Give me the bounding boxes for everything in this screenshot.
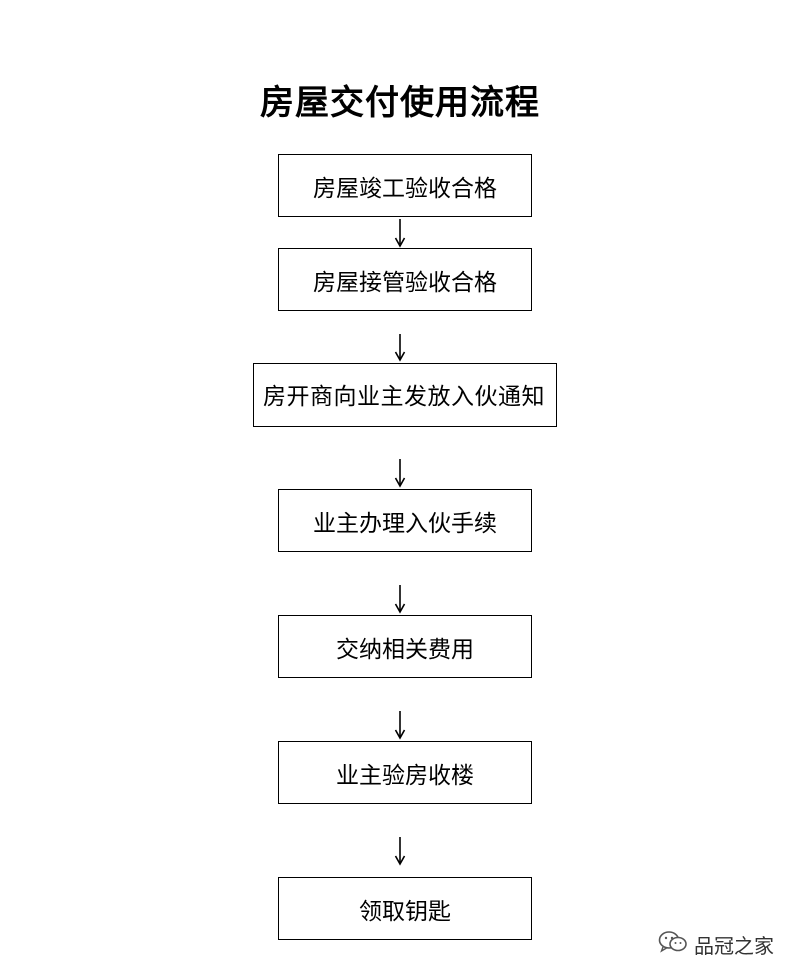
watermark-text: 品冠之家 xyxy=(694,934,774,958)
flow-step-inspect-house: 业主验房收楼 xyxy=(278,741,532,804)
flow-step-label: 房屋接管验收合格 xyxy=(313,269,497,296)
flow-step-label: 业主验房收楼 xyxy=(336,762,474,789)
flow-step-pay-fees: 交纳相关费用 xyxy=(278,615,532,678)
flow-step-label: 领取钥匙 xyxy=(359,898,451,925)
flow-step-takeover-acceptance: 房屋接管验收合格 xyxy=(278,248,532,311)
flow-arrow-5 xyxy=(392,709,408,741)
flow-step-label: 房开商向业主发放入伙通知书 xyxy=(263,384,545,410)
flow-step-completion-acceptance: 房屋竣工验收合格 xyxy=(278,154,532,217)
watermark: 品冠之家 xyxy=(658,930,774,959)
flow-step-label: 交纳相关费用 xyxy=(336,636,474,663)
flow-arrow-2 xyxy=(392,332,408,362)
page-title: 房屋交付使用流程 xyxy=(260,83,540,123)
flow-step-move-in-procedures: 业主办理入伙手续 xyxy=(278,489,532,552)
flow-step-label: 房屋竣工验收合格 xyxy=(313,175,497,202)
wechat-icon xyxy=(658,930,688,959)
flow-arrow-3 xyxy=(392,457,408,489)
flow-step-move-in-notice: 房开商向业主发放入伙通知书 xyxy=(253,363,557,427)
flow-step-label: 业主办理入伙手续 xyxy=(313,510,497,537)
flow-arrow-4 xyxy=(392,583,408,615)
flow-step-collect-keys: 领取钥匙 xyxy=(278,877,532,940)
flow-arrow-6 xyxy=(392,835,408,867)
flow-arrow-1 xyxy=(392,217,408,248)
